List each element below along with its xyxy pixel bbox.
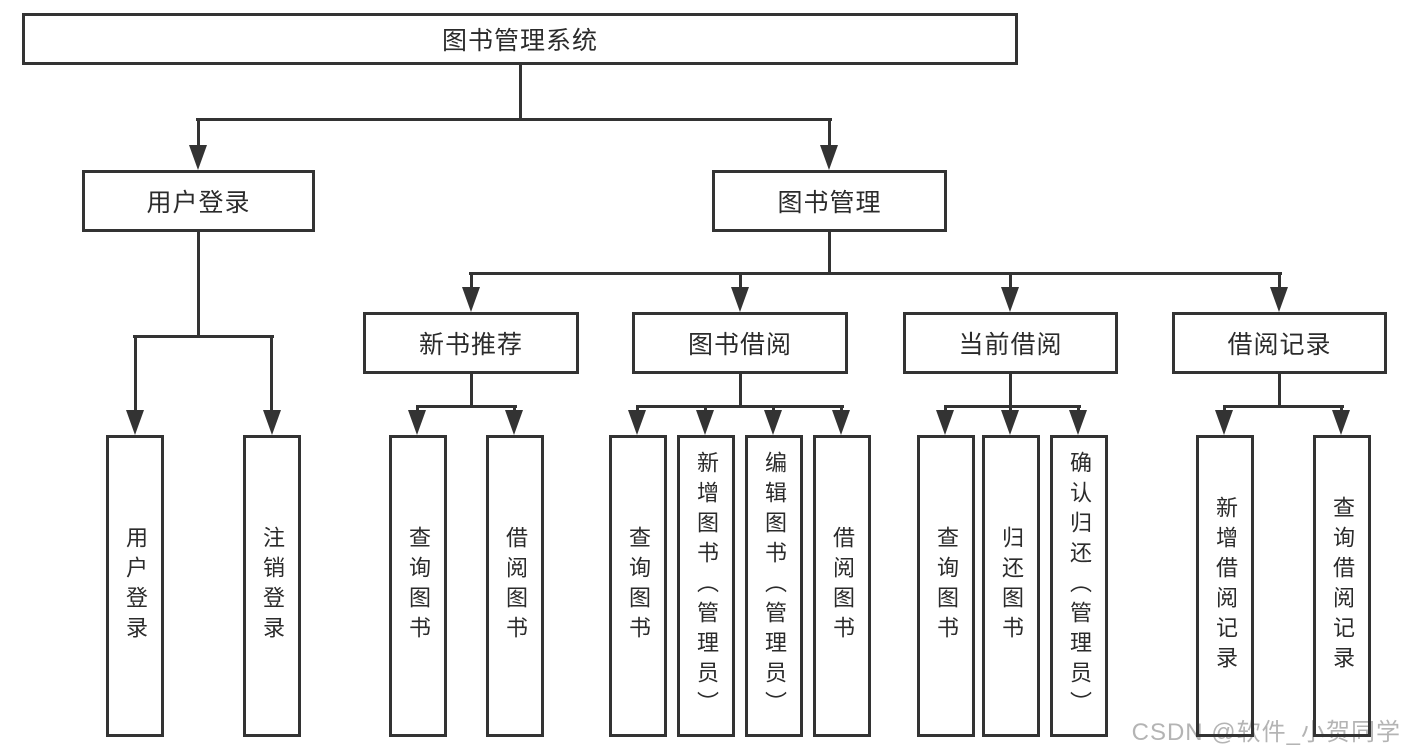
- connector-line: [828, 232, 831, 272]
- node-book-management-label: 图书管理: [777, 189, 882, 217]
- arrow-down-icon: [1001, 410, 1019, 435]
- arrow-down-icon: [696, 410, 714, 435]
- node-borrowing-records-label: 借阅记录: [1227, 331, 1332, 359]
- arrow-down-icon: [1215, 410, 1233, 435]
- connector-line: [828, 118, 831, 152]
- connector-line: [134, 335, 137, 417]
- connector-line: [739, 374, 742, 405]
- arrow-down-icon: [936, 410, 954, 435]
- leaf-borrow-books-recommend: 借阅图书: [486, 435, 544, 737]
- node-book-borrowing-label: 图书借阅: [687, 331, 792, 359]
- connector-line: [1278, 272, 1281, 294]
- leaf-query-books-label: 查询图书: [406, 526, 431, 646]
- leaf-borrow-books-label: 借阅图书: [830, 526, 855, 646]
- leaf-query-borrow-record: 查询借阅记录: [1313, 435, 1371, 737]
- node-book-borrowing: 图书借阅: [632, 312, 848, 374]
- arrow-down-icon: [408, 410, 426, 435]
- arrow-down-icon: [820, 145, 838, 170]
- leaf-borrow-books-label: 借阅图书: [503, 526, 528, 646]
- arrow-down-icon: [731, 287, 749, 312]
- leaf-edit-books-admin: 编辑图书（管理员）: [745, 435, 803, 737]
- node-new-book-recommendation: 新书推荐: [363, 312, 579, 374]
- leaf-query-books-current: 查询图书: [917, 435, 975, 737]
- arrow-down-icon: [126, 410, 144, 435]
- node-current-borrowing: 当前借阅: [903, 312, 1118, 374]
- connector-line: [470, 374, 473, 405]
- connector-line: [739, 272, 742, 294]
- leaf-user-login: 用户登录: [106, 435, 164, 737]
- connector-line: [133, 335, 274, 338]
- connector-line: [196, 118, 832, 121]
- connector-line: [416, 405, 517, 408]
- node-book-management: 图书管理: [712, 170, 947, 232]
- leaf-return-books: 归还图书: [982, 435, 1040, 737]
- connector-line: [1009, 272, 1012, 294]
- leaf-query-books-label: 查询图书: [626, 526, 651, 646]
- connector-line: [197, 232, 200, 335]
- leaf-add-books-admin-label: 新增图书（管理员）: [694, 451, 719, 721]
- arrow-down-icon: [1001, 287, 1019, 312]
- leaf-return-books-label: 归还图书: [999, 526, 1024, 646]
- arrow-down-icon: [1270, 287, 1288, 312]
- arrow-down-icon: [832, 410, 850, 435]
- watermark: CSDN @软件_小贺同学: [1131, 719, 1401, 746]
- leaf-add-borrow-record-label: 新增借阅记录: [1213, 496, 1238, 676]
- connector-line: [270, 335, 273, 417]
- leaf-logout-label: 注销登录: [260, 526, 285, 646]
- arrow-down-icon: [189, 145, 207, 170]
- leaf-logout: 注销登录: [243, 435, 301, 737]
- leaf-add-books-admin: 新增图书（管理员）: [677, 435, 735, 737]
- connector-line: [1009, 374, 1012, 405]
- connector-line: [519, 65, 522, 118]
- node-current-borrowing-label: 当前借阅: [958, 331, 1063, 359]
- connector-line: [470, 272, 473, 294]
- node-user-login: 用户登录: [82, 170, 315, 232]
- node-new-book-recommendation-label: 新书推荐: [418, 331, 523, 359]
- arrow-down-icon: [1332, 410, 1350, 435]
- arrow-down-icon: [462, 287, 480, 312]
- arrow-down-icon: [764, 410, 782, 435]
- connector-line: [469, 272, 1282, 275]
- node-borrowing-records: 借阅记录: [1172, 312, 1387, 374]
- node-root-label: 图书管理系统: [441, 27, 598, 55]
- leaf-query-books-borrow: 查询图书: [609, 435, 667, 737]
- leaf-add-borrow-record: 新增借阅记录: [1196, 435, 1254, 737]
- leaf-confirm-return-admin: 确认归还（管理员）: [1050, 435, 1108, 737]
- arrow-down-icon: [628, 410, 646, 435]
- connector-line: [944, 405, 1081, 408]
- connector-line: [1278, 374, 1281, 405]
- leaf-borrow-books: 借阅图书: [813, 435, 871, 737]
- arrow-down-icon: [505, 410, 523, 435]
- arrow-down-icon: [263, 410, 281, 435]
- leaf-query-books-recommend: 查询图书: [389, 435, 447, 737]
- leaf-query-books-label: 查询图书: [934, 526, 959, 646]
- connector-line: [1223, 405, 1344, 408]
- node-root: 图书管理系统: [22, 13, 1018, 65]
- connector-line: [636, 405, 844, 408]
- leaf-user-login-label: 用户登录: [123, 526, 148, 646]
- leaf-edit-books-admin-label: 编辑图书（管理员）: [762, 451, 787, 721]
- leaf-query-borrow-record-label: 查询借阅记录: [1330, 496, 1355, 676]
- leaf-confirm-return-admin-label: 确认归还（管理员）: [1067, 451, 1092, 721]
- arrow-down-icon: [1069, 410, 1087, 435]
- connector-line: [197, 118, 200, 152]
- node-user-login-label: 用户登录: [146, 189, 251, 217]
